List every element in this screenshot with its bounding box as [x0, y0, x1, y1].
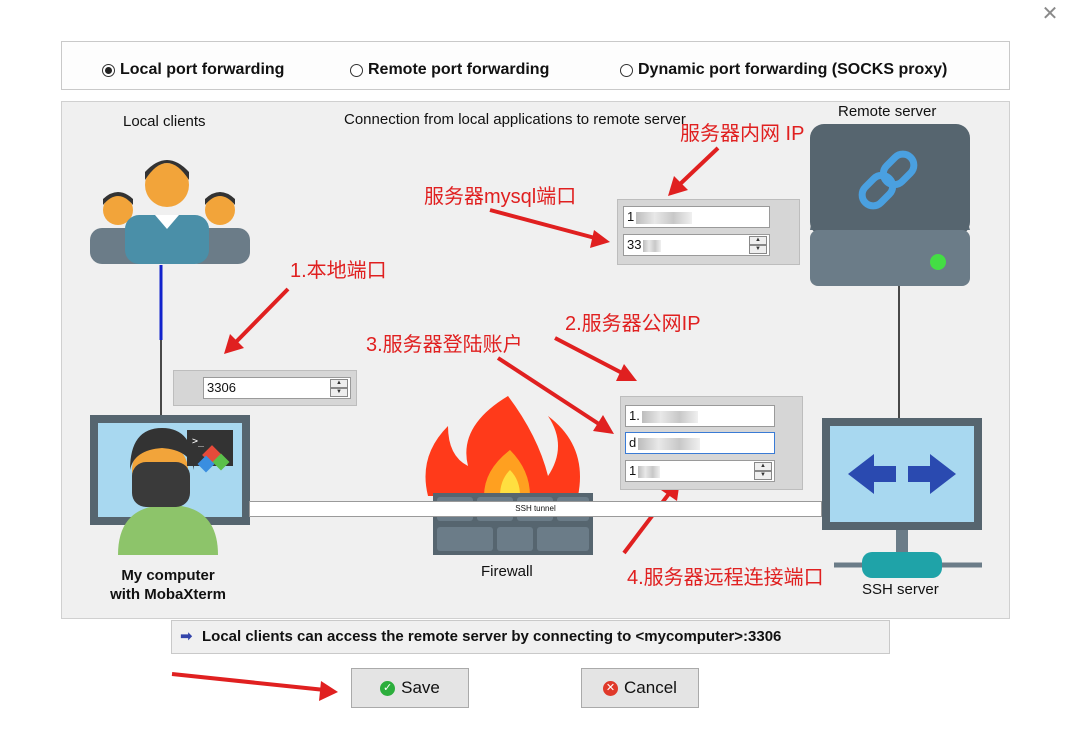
radio-icon	[350, 63, 363, 77]
remote-port-input[interactable]: 33 ▲▼	[623, 234, 770, 256]
close-icon[interactable]: ✕	[1041, 3, 1059, 25]
local-clients-icon	[90, 160, 250, 264]
radio-dynamic-port-forwarding[interactable]: Dynamic port forwarding (SOCKS proxy)	[620, 60, 947, 80]
remote-port-stepper[interactable]: ▲▼	[749, 236, 767, 254]
annotation-internal-ip: 服务器内网 IP	[680, 123, 805, 145]
annotation-mysql-port: 服务器mysql端口	[424, 186, 577, 208]
ssh-port-stepper[interactable]: ▲▼	[754, 462, 772, 480]
ssh-server-box: 1. d 1 ▲▼	[620, 396, 803, 490]
info-bar: ➡ Local clients can access the remote se…	[171, 620, 890, 654]
my-computer-label: My computer with MobaXterm	[110, 567, 226, 603]
radio-local-port-forwarding[interactable]: Local port forwarding	[102, 60, 284, 80]
annotation-remote-ssh-port: 4.服务器远程连接端口	[627, 567, 824, 589]
local-port-box: 3306 ▲▼	[173, 370, 357, 406]
local-clients-label: Local clients	[123, 113, 206, 130]
save-button[interactable]: ✓ Save	[351, 668, 469, 708]
radio-label: Local port forwarding	[120, 61, 285, 78]
remote-host-input[interactable]: 1	[623, 206, 770, 228]
radio-remote-port-forwarding[interactable]: Remote port forwarding	[350, 60, 549, 80]
my-computer-icon: >_	[90, 415, 250, 555]
remote-server-icon	[810, 124, 970, 286]
ssh-tunnel-bar: SSH tunnel	[249, 501, 822, 517]
local-port-input[interactable]: 3306 ▲▼	[203, 377, 351, 399]
ssh-server-input[interactable]: 1.	[625, 405, 775, 427]
check-icon: ✓	[380, 680, 396, 696]
ssh-port-input[interactable]: 1 ▲▼	[625, 460, 775, 482]
annotation-local-port: 1.本地端口	[290, 260, 387, 282]
ssh-server-label: SSH server	[862, 581, 939, 598]
ssh-server-icon	[822, 418, 982, 578]
radio-label: Remote port forwarding	[368, 61, 550, 78]
firewall-icon	[425, 396, 593, 555]
local-port-stepper[interactable]: ▲▼	[330, 379, 348, 397]
info-text: Local clients can access the remote serv…	[202, 628, 782, 645]
remote-destination-box: 1 33 ▲▼	[617, 199, 800, 265]
annotation-arrows	[171, 146, 720, 701]
radio-label: Dynamic port forwarding (SOCKS proxy)	[638, 61, 948, 78]
radio-icon	[620, 63, 633, 77]
cancel-icon: ✕	[603, 680, 619, 696]
annotation-login-account: 3.服务器登陆账户	[366, 334, 523, 356]
radio-selected-icon	[102, 63, 115, 77]
ssh-user-input[interactable]: d	[625, 432, 775, 454]
arrow-right-icon: ➡	[180, 628, 193, 645]
remote-server-label: Remote server	[838, 103, 937, 120]
firewall-label: Firewall	[481, 563, 533, 580]
annotation-public-ip: 2.服务器公网IP	[565, 313, 701, 335]
cancel-button[interactable]: ✕ Cancel	[581, 668, 699, 708]
forwarding-mode-bar: Local port forwarding Remote port forwar…	[61, 41, 1010, 90]
connection-title: Connection from local applications to re…	[344, 111, 686, 128]
svg-text:>_: >_	[192, 436, 205, 447]
